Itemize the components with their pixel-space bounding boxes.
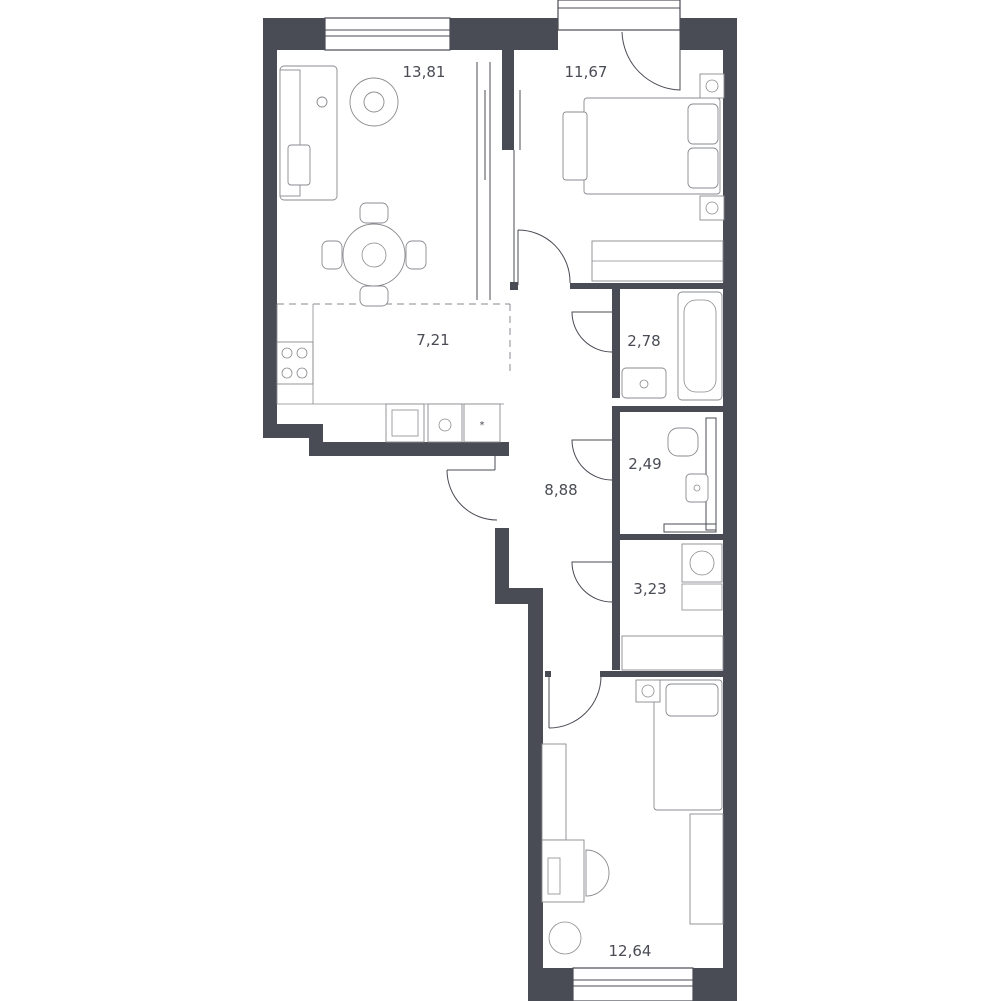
area-label-storage: 3,23 <box>633 580 666 598</box>
window-bedroom2 <box>572 967 694 1001</box>
area-label-kitchen: 7,21 <box>416 331 449 349</box>
area-label-bedroom-1: 11,67 <box>565 63 608 81</box>
door-bedroom2 <box>548 676 602 729</box>
wall-right <box>723 18 737 970</box>
area-label-living: 13,81 <box>403 63 446 81</box>
bathroom-furniture <box>621 291 723 401</box>
dresser <box>689 813 724 925</box>
stove <box>276 341 314 385</box>
door-storage <box>571 561 613 603</box>
bookshelf <box>541 743 567 841</box>
bedroom2-furniture <box>541 679 724 955</box>
door-bedroom1 <box>517 229 571 285</box>
storage-furniture <box>621 543 724 671</box>
bedroom1-furniture <box>562 73 725 282</box>
wall-partition-living-bedroom <box>502 50 514 150</box>
walls <box>263 18 737 1001</box>
chair-bottom <box>359 285 389 307</box>
wall-bedroom2-stub <box>545 671 551 677</box>
wall-toilet-storage <box>612 534 727 540</box>
svg-text:*: * <box>480 420 485 431</box>
toilet-furniture <box>667 427 709 503</box>
door-balcony <box>621 30 681 91</box>
window-living <box>324 17 451 51</box>
fridge <box>463 403 501 443</box>
doors <box>446 30 681 729</box>
wall-top-living-right <box>450 18 558 50</box>
chair-left <box>321 240 343 270</box>
plant-icon <box>361 242 387 268</box>
desk <box>541 839 585 903</box>
lamp-icon <box>705 79 719 93</box>
laptop-icon <box>547 857 561 895</box>
bathroom-sink <box>621 367 667 399</box>
chair-right <box>405 240 427 270</box>
toilet-shaft <box>705 417 717 531</box>
wall-bottom-right <box>693 968 737 1001</box>
wall-storage-bedroom2 <box>600 671 730 677</box>
windows <box>324 0 694 1001</box>
toilet-shaft-bottom <box>663 523 717 533</box>
desk-chair <box>585 849 610 897</box>
wall-bottom-kitchen <box>309 442 509 456</box>
chair-top <box>359 202 389 224</box>
nightstand-top <box>699 73 725 99</box>
area-labels: 13,81 11,67 7,21 2,78 2,49 8,88 3,23 12,… <box>403 63 667 960</box>
wall-bottom-step-1 <box>263 424 323 438</box>
wall-bath-toilet <box>612 406 727 412</box>
door-bathroom <box>571 311 613 353</box>
wall-bottom-left <box>528 968 573 1001</box>
toy-icon <box>316 96 328 108</box>
wall-storage-left <box>612 540 620 670</box>
flower-icon <box>363 91 385 113</box>
wall-toilet-left <box>612 412 620 538</box>
lamp-icon <box>641 684 655 698</box>
area-label-bedroom-2: 12,64 <box>609 942 652 960</box>
wall-top-living-left <box>263 18 325 50</box>
area-label-bathroom: 2,78 <box>627 332 660 350</box>
wall-left-living <box>263 18 277 438</box>
wall-entrance-left <box>495 528 509 604</box>
nightstand <box>635 679 661 703</box>
door-entrance <box>446 469 498 521</box>
dishwasher <box>427 403 463 443</box>
balcony-door-frame <box>557 0 681 31</box>
toilet <box>667 427 699 457</box>
area-label-toilet: 2,49 <box>628 455 661 473</box>
dining-table <box>342 223 406 287</box>
area-label-hallway: 8,88 <box>544 481 577 499</box>
bench <box>562 111 588 181</box>
toilet-sink <box>685 473 709 503</box>
door-toilet <box>571 439 613 481</box>
washing-machine <box>681 543 723 583</box>
wall-bath-left <box>612 283 620 398</box>
wall-bedroom-bath <box>570 283 730 289</box>
plant-icon <box>548 921 582 955</box>
kitchen-furniture: * <box>276 304 504 443</box>
bathtub <box>677 291 723 401</box>
lamp-icon <box>705 201 719 215</box>
storage-rack <box>621 635 724 671</box>
wall-left-bedroom2 <box>528 588 543 1001</box>
living-furniture <box>279 65 427 307</box>
nightstand-bottom <box>699 195 725 221</box>
